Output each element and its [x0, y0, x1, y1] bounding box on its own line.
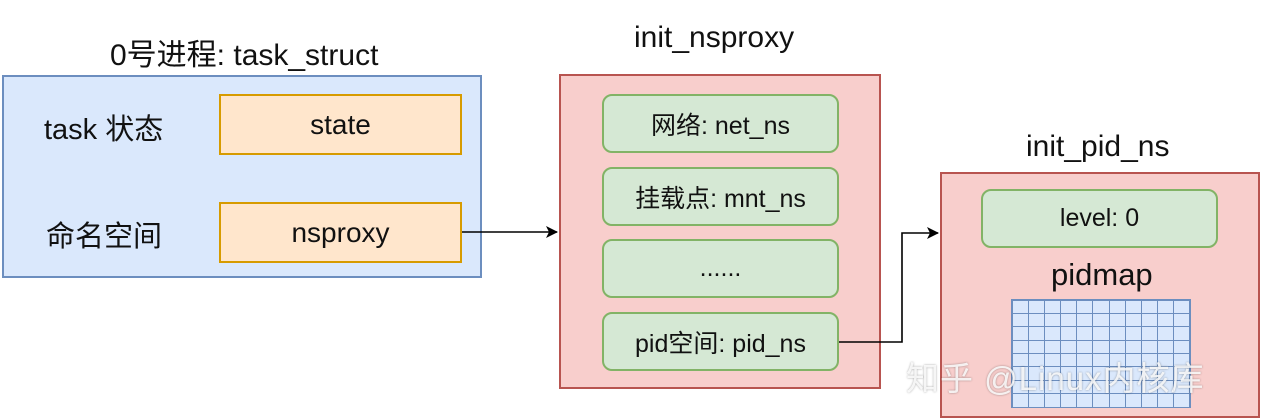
nsproxy-item-pid: pid空间: pid_ns [602, 312, 839, 371]
nsproxy-field: nsproxy [219, 202, 462, 263]
nsproxy-item-net: 网络: net_ns [602, 94, 839, 153]
task-struct-title: 0号进程: task_struct [110, 39, 379, 72]
nsproxy-item-mnt: 挂载点: mnt_ns [602, 167, 839, 226]
state-field: state [219, 94, 462, 155]
namespace-label: 命名空间 [46, 221, 163, 253]
pidmap-cell [1173, 393, 1191, 408]
task-state-label: task 状态 [44, 114, 164, 146]
watermark-text: 知乎 @Linux内核库 [906, 360, 1205, 397]
nsproxy-item-ellipsis: ...... [602, 239, 839, 298]
pidmap-grid [1011, 299, 1191, 408]
arrow-pid-ns-to-init-pid-ns [839, 227, 939, 343]
pid-ns-title: init_pid_ns [1026, 130, 1170, 163]
nsproxy-title: init_nsproxy [634, 21, 795, 54]
pidmap-label: pidmap [1051, 257, 1153, 292]
pid-ns-level: level: 0 [981, 189, 1218, 248]
